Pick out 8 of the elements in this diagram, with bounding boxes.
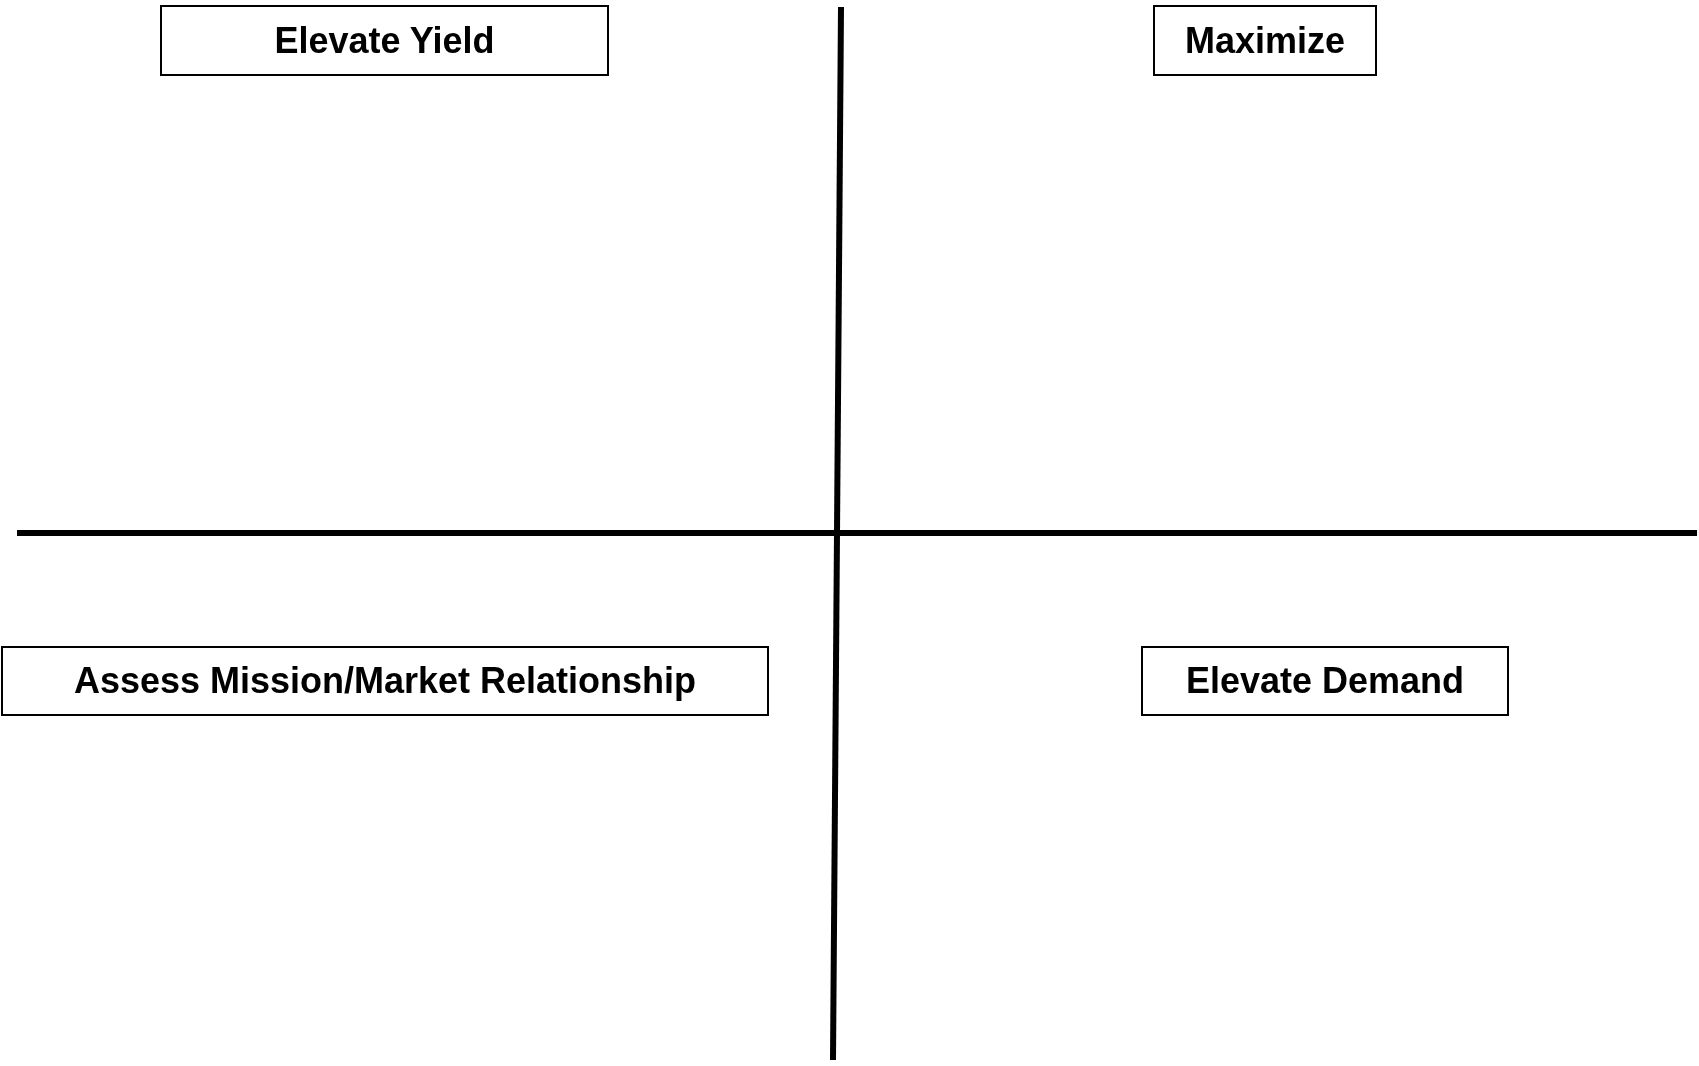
box-label: Elevate Demand xyxy=(1185,663,1465,699)
label-box xyxy=(1141,646,1509,716)
label-box xyxy=(1,646,769,716)
box-label: Assess Mission/Market Relationship xyxy=(73,663,697,699)
label-box xyxy=(1153,5,1377,76)
box-label: Elevate Yield xyxy=(274,22,495,59)
label-box xyxy=(160,5,609,76)
box-label: Maximize xyxy=(1184,22,1346,59)
